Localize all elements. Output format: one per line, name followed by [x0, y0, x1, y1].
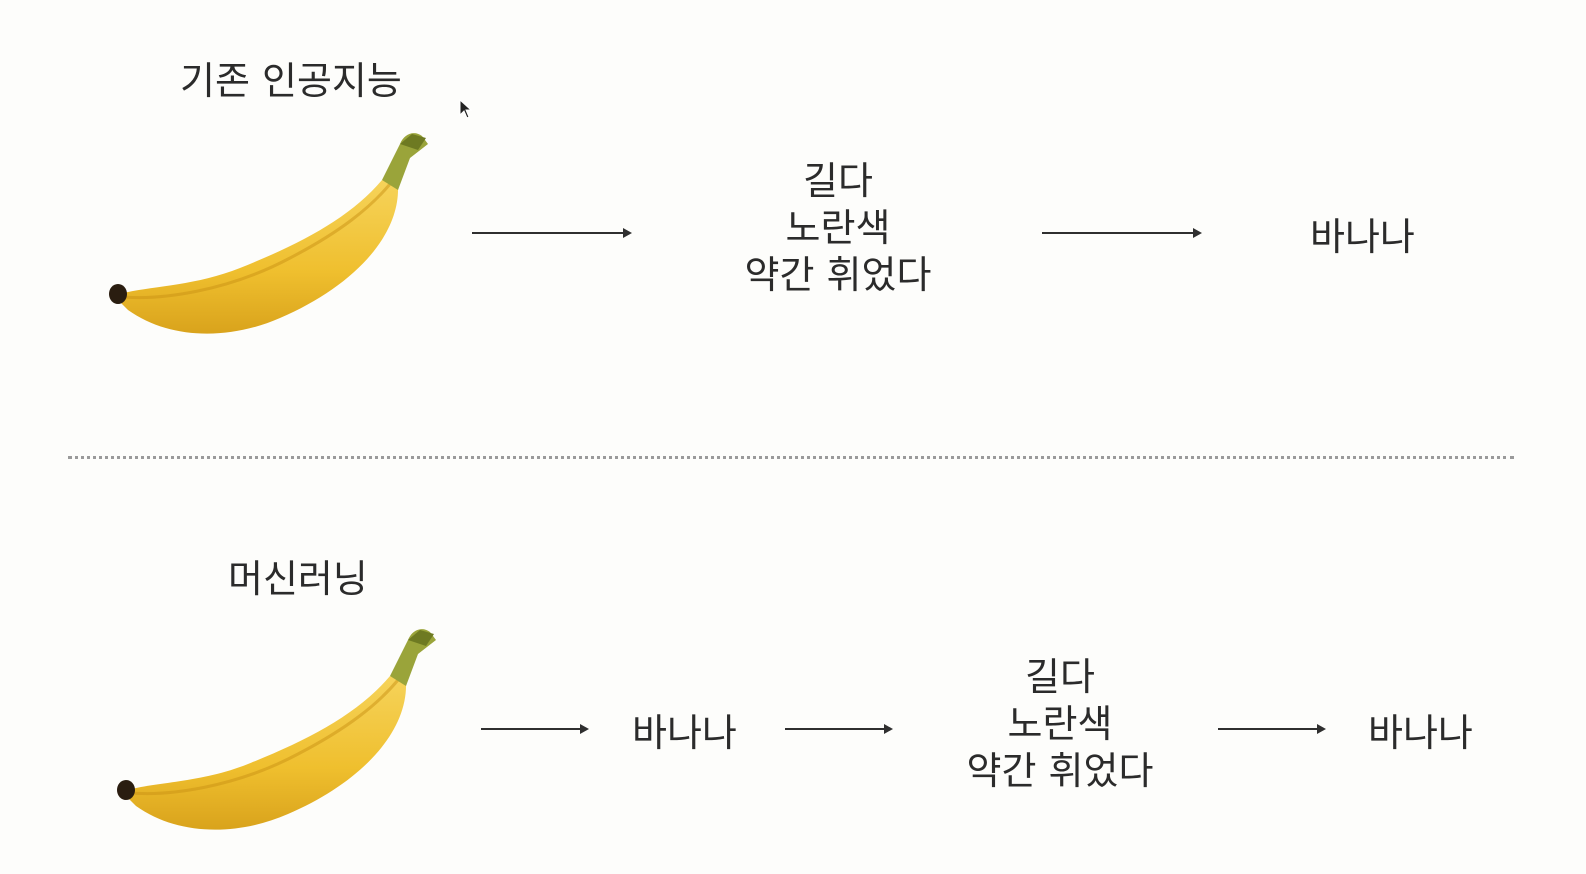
- banana-image: [117, 629, 436, 830]
- result-label: 바나나: [1310, 215, 1415, 259]
- arrow-right-icon: [785, 722, 893, 736]
- feature-item: 약간 휘었다: [744, 253, 932, 297]
- feature-item: 노란색: [785, 206, 891, 250]
- arrow-right-icon: [481, 722, 589, 736]
- mouse-cursor-icon: [459, 99, 473, 119]
- result-label: 바나나: [1368, 711, 1473, 755]
- feature-item: 길다: [1025, 655, 1095, 699]
- section-title-machine-learning: 머신러닝: [228, 557, 368, 601]
- arrow-right-icon: [1042, 226, 1202, 240]
- feature-item: 약간 휘었다: [966, 749, 1154, 793]
- feature-list: 길다 노란색 약간 휘었다: [718, 158, 958, 299]
- feature-list: 길다 노란색 약간 휘었다: [940, 654, 1180, 795]
- banana-image: [109, 133, 428, 334]
- arrow-right-icon: [1218, 722, 1326, 736]
- input-label: 바나나: [632, 711, 737, 755]
- section-title-traditional-ai: 기존 인공지능: [180, 59, 402, 103]
- section-divider: [68, 456, 1514, 459]
- arrow-right-icon: [472, 226, 632, 240]
- feature-item: 노란색: [1007, 702, 1113, 746]
- feature-item: 길다: [803, 159, 873, 203]
